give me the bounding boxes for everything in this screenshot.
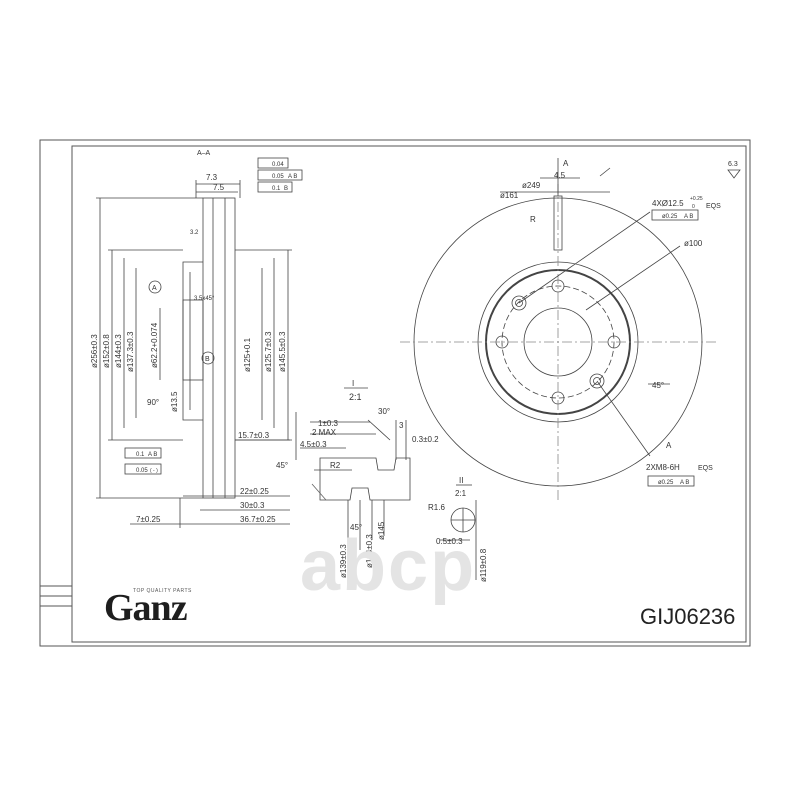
holes-spec: 4XØ12.5 xyxy=(652,199,684,208)
det-r2: R2 xyxy=(330,461,341,470)
detail-i-scale: 2:1 xyxy=(349,392,362,402)
thickness-7-3: 7.3 xyxy=(206,173,218,182)
surface-finish: 6.3 xyxy=(728,161,738,168)
holes-tol: +0.25 xyxy=(690,196,703,202)
section-view-aa xyxy=(96,157,303,528)
dim-d62: ø62.2+0.074 xyxy=(150,322,159,368)
runout-a-value: 0.1 xyxy=(136,452,145,458)
chamfer-label: 3.5x45° xyxy=(194,296,215,302)
det-d134: ø134±0.3 xyxy=(365,534,374,568)
roughness-value: 3.2 xyxy=(190,230,199,236)
det-45deg: 45° xyxy=(276,461,288,470)
detail-i-label: I xyxy=(352,379,354,388)
det-d119: ø119±0.8 xyxy=(479,548,488,582)
dim-36-7: 36.7±0.25 xyxy=(240,515,276,524)
view-a-marker-lower: A xyxy=(666,441,672,450)
front-view xyxy=(400,158,741,500)
dim-4-5-slot: 4.5 xyxy=(554,171,566,180)
dim-d100: ø100 xyxy=(684,239,703,248)
slot-r-label: R xyxy=(530,215,536,224)
dim-d145-5: ø145.5±0.3 xyxy=(278,331,287,372)
view-a-marker: A xyxy=(563,159,569,168)
part-number: GIJ06236 xyxy=(640,604,736,629)
flatness-value: 0.04 xyxy=(272,162,284,168)
thread-position-ref: A B xyxy=(680,480,689,486)
dim-d144: ø144±0.3 xyxy=(114,334,123,368)
dim-d161: ø161 xyxy=(500,191,519,200)
runout-value: 0.05 xyxy=(272,174,284,180)
detail-ii xyxy=(440,484,477,580)
brand-tagline: TOP QUALITY PARTS xyxy=(133,588,192,594)
thread-eqs: EQS xyxy=(698,465,713,472)
datum-b-label: B xyxy=(205,356,210,363)
runout-b-ref: ( - ) xyxy=(150,468,158,474)
det-0-5: 0.5±0.3 xyxy=(436,537,463,546)
drawing-frame xyxy=(39,139,751,647)
dim-d152: ø152±0.8 xyxy=(102,334,111,368)
parallelism-value: 0.1 xyxy=(272,186,281,192)
det-4-5: 4.5±0.3 xyxy=(300,440,327,449)
det-30deg: 30° xyxy=(378,407,390,416)
dim-d13-5: ø13.5 xyxy=(170,391,179,412)
runout-a-ref: A B xyxy=(148,452,157,458)
dim-30: 30±0.3 xyxy=(240,501,265,510)
det-d145: ø145 xyxy=(377,521,386,540)
det-2max: 2 MAX xyxy=(312,428,337,437)
thread-position: ø0.25 xyxy=(658,480,674,486)
holes-position: ø0.25 xyxy=(662,214,678,220)
dim-d125: ø125+0.1 xyxy=(243,337,252,372)
det-0-3: 0.3±0.2 xyxy=(412,435,439,444)
dim-d137: ø137.3±0.3 xyxy=(126,331,135,372)
det-1: 1±0.3 xyxy=(318,419,339,428)
dim-d125-7: ø125.7±0.3 xyxy=(264,331,273,372)
runout-b-value: 0.05 xyxy=(136,468,148,474)
det-r1-6: R1.6 xyxy=(428,503,445,512)
dim-22: 22±0.25 xyxy=(240,487,269,496)
detail-ii-label: II xyxy=(459,476,463,485)
datum-a-label: A xyxy=(152,285,157,292)
section-aa-title: A–A xyxy=(197,150,211,157)
watermark: abcp xyxy=(300,526,476,606)
angle-90: 90° xyxy=(147,398,159,407)
dim-d256: ø256±0.3 xyxy=(90,334,99,368)
holes-position-ref: A B xyxy=(684,214,693,220)
angle-45: 45° xyxy=(652,381,664,390)
dim-15-7: 15.7±0.3 xyxy=(238,431,270,440)
brand-logo: Ganz xyxy=(104,587,188,629)
thickness-7-5: 7.5 xyxy=(213,183,225,192)
det-45deg-b: 45° xyxy=(350,523,362,532)
runout-ref: A B xyxy=(288,174,297,180)
dim-d249: ø249 xyxy=(522,181,541,190)
holes-eqs: EQS xyxy=(706,203,721,210)
parallelism-ref: B xyxy=(284,186,288,192)
detail-i xyxy=(295,387,411,550)
detail-ii-scale: 2:1 xyxy=(455,489,467,498)
thread-spec: 2XM8-6H xyxy=(646,463,680,472)
holes-tol-lower: 0 xyxy=(692,204,695,210)
det-3: 3 xyxy=(399,421,404,430)
dim-7: 7±0.25 xyxy=(136,515,161,524)
det-d139: ø139±0.3 xyxy=(339,544,348,578)
